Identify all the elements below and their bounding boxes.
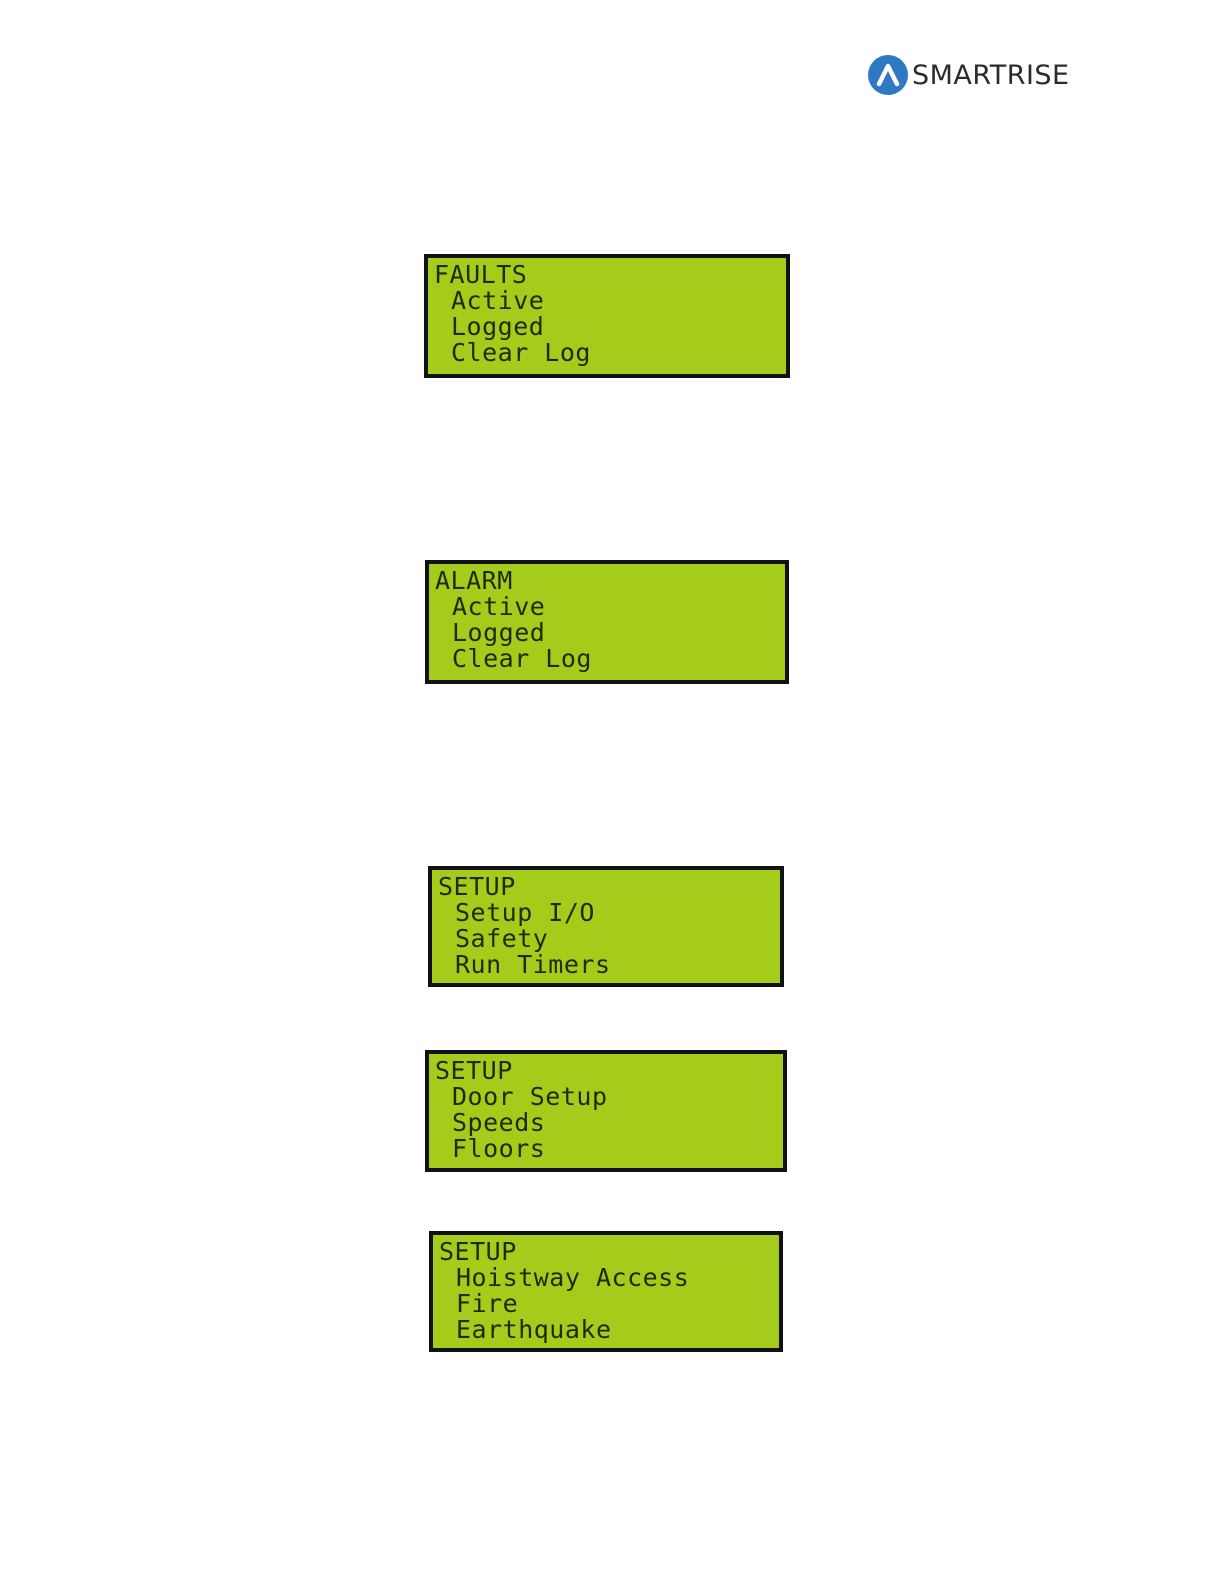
lcd-menu-item: Door Setup xyxy=(435,1084,783,1110)
lcd-title: SETUP xyxy=(438,874,780,900)
lcd-menu-item: Clear Log xyxy=(434,340,786,366)
lcd-menu-item: Active xyxy=(435,594,785,620)
lcd-menu-item: Setup I/O xyxy=(438,900,780,926)
lcd-menu-item: Logged xyxy=(434,314,786,340)
lcd-screen-setup-1: SETUP Setup I/O Safety Run Timers xyxy=(428,866,784,987)
lcd-menu-item: Fire xyxy=(439,1291,779,1317)
lcd-screen-setup-3: SETUP Hoistway Access Fire Earthquake xyxy=(429,1231,783,1352)
lcd-menu-item: Active xyxy=(434,288,786,314)
lcd-screen-setup-2: SETUP Door Setup Speeds Floors xyxy=(425,1050,787,1172)
lcd-menu-item: Clear Log xyxy=(435,646,785,672)
logo-text: SMARTRISE xyxy=(912,60,1070,91)
lcd-menu-item: Hoistway Access xyxy=(439,1265,779,1291)
lcd-screen-faults: FAULTS Active Logged Clear Log xyxy=(424,254,790,378)
lcd-menu-item: Logged xyxy=(435,620,785,646)
smartrise-logo-icon xyxy=(868,55,908,95)
lcd-menu-item: Earthquake xyxy=(439,1317,779,1343)
lcd-menu-item: Speeds xyxy=(435,1110,783,1136)
lcd-menu-item: Safety xyxy=(438,926,780,952)
lcd-screen-alarm: ALARM Active Logged Clear Log xyxy=(425,560,789,684)
smartrise-logo: SMARTRISE xyxy=(868,53,1070,97)
lcd-menu-item: Floors xyxy=(435,1136,783,1162)
lcd-title: SETUP xyxy=(435,1058,783,1084)
lcd-title: ALARM xyxy=(435,568,785,594)
lcd-title: FAULTS xyxy=(434,262,786,288)
lcd-menu-item: Run Timers xyxy=(438,952,780,978)
lcd-title: SETUP xyxy=(439,1239,779,1265)
